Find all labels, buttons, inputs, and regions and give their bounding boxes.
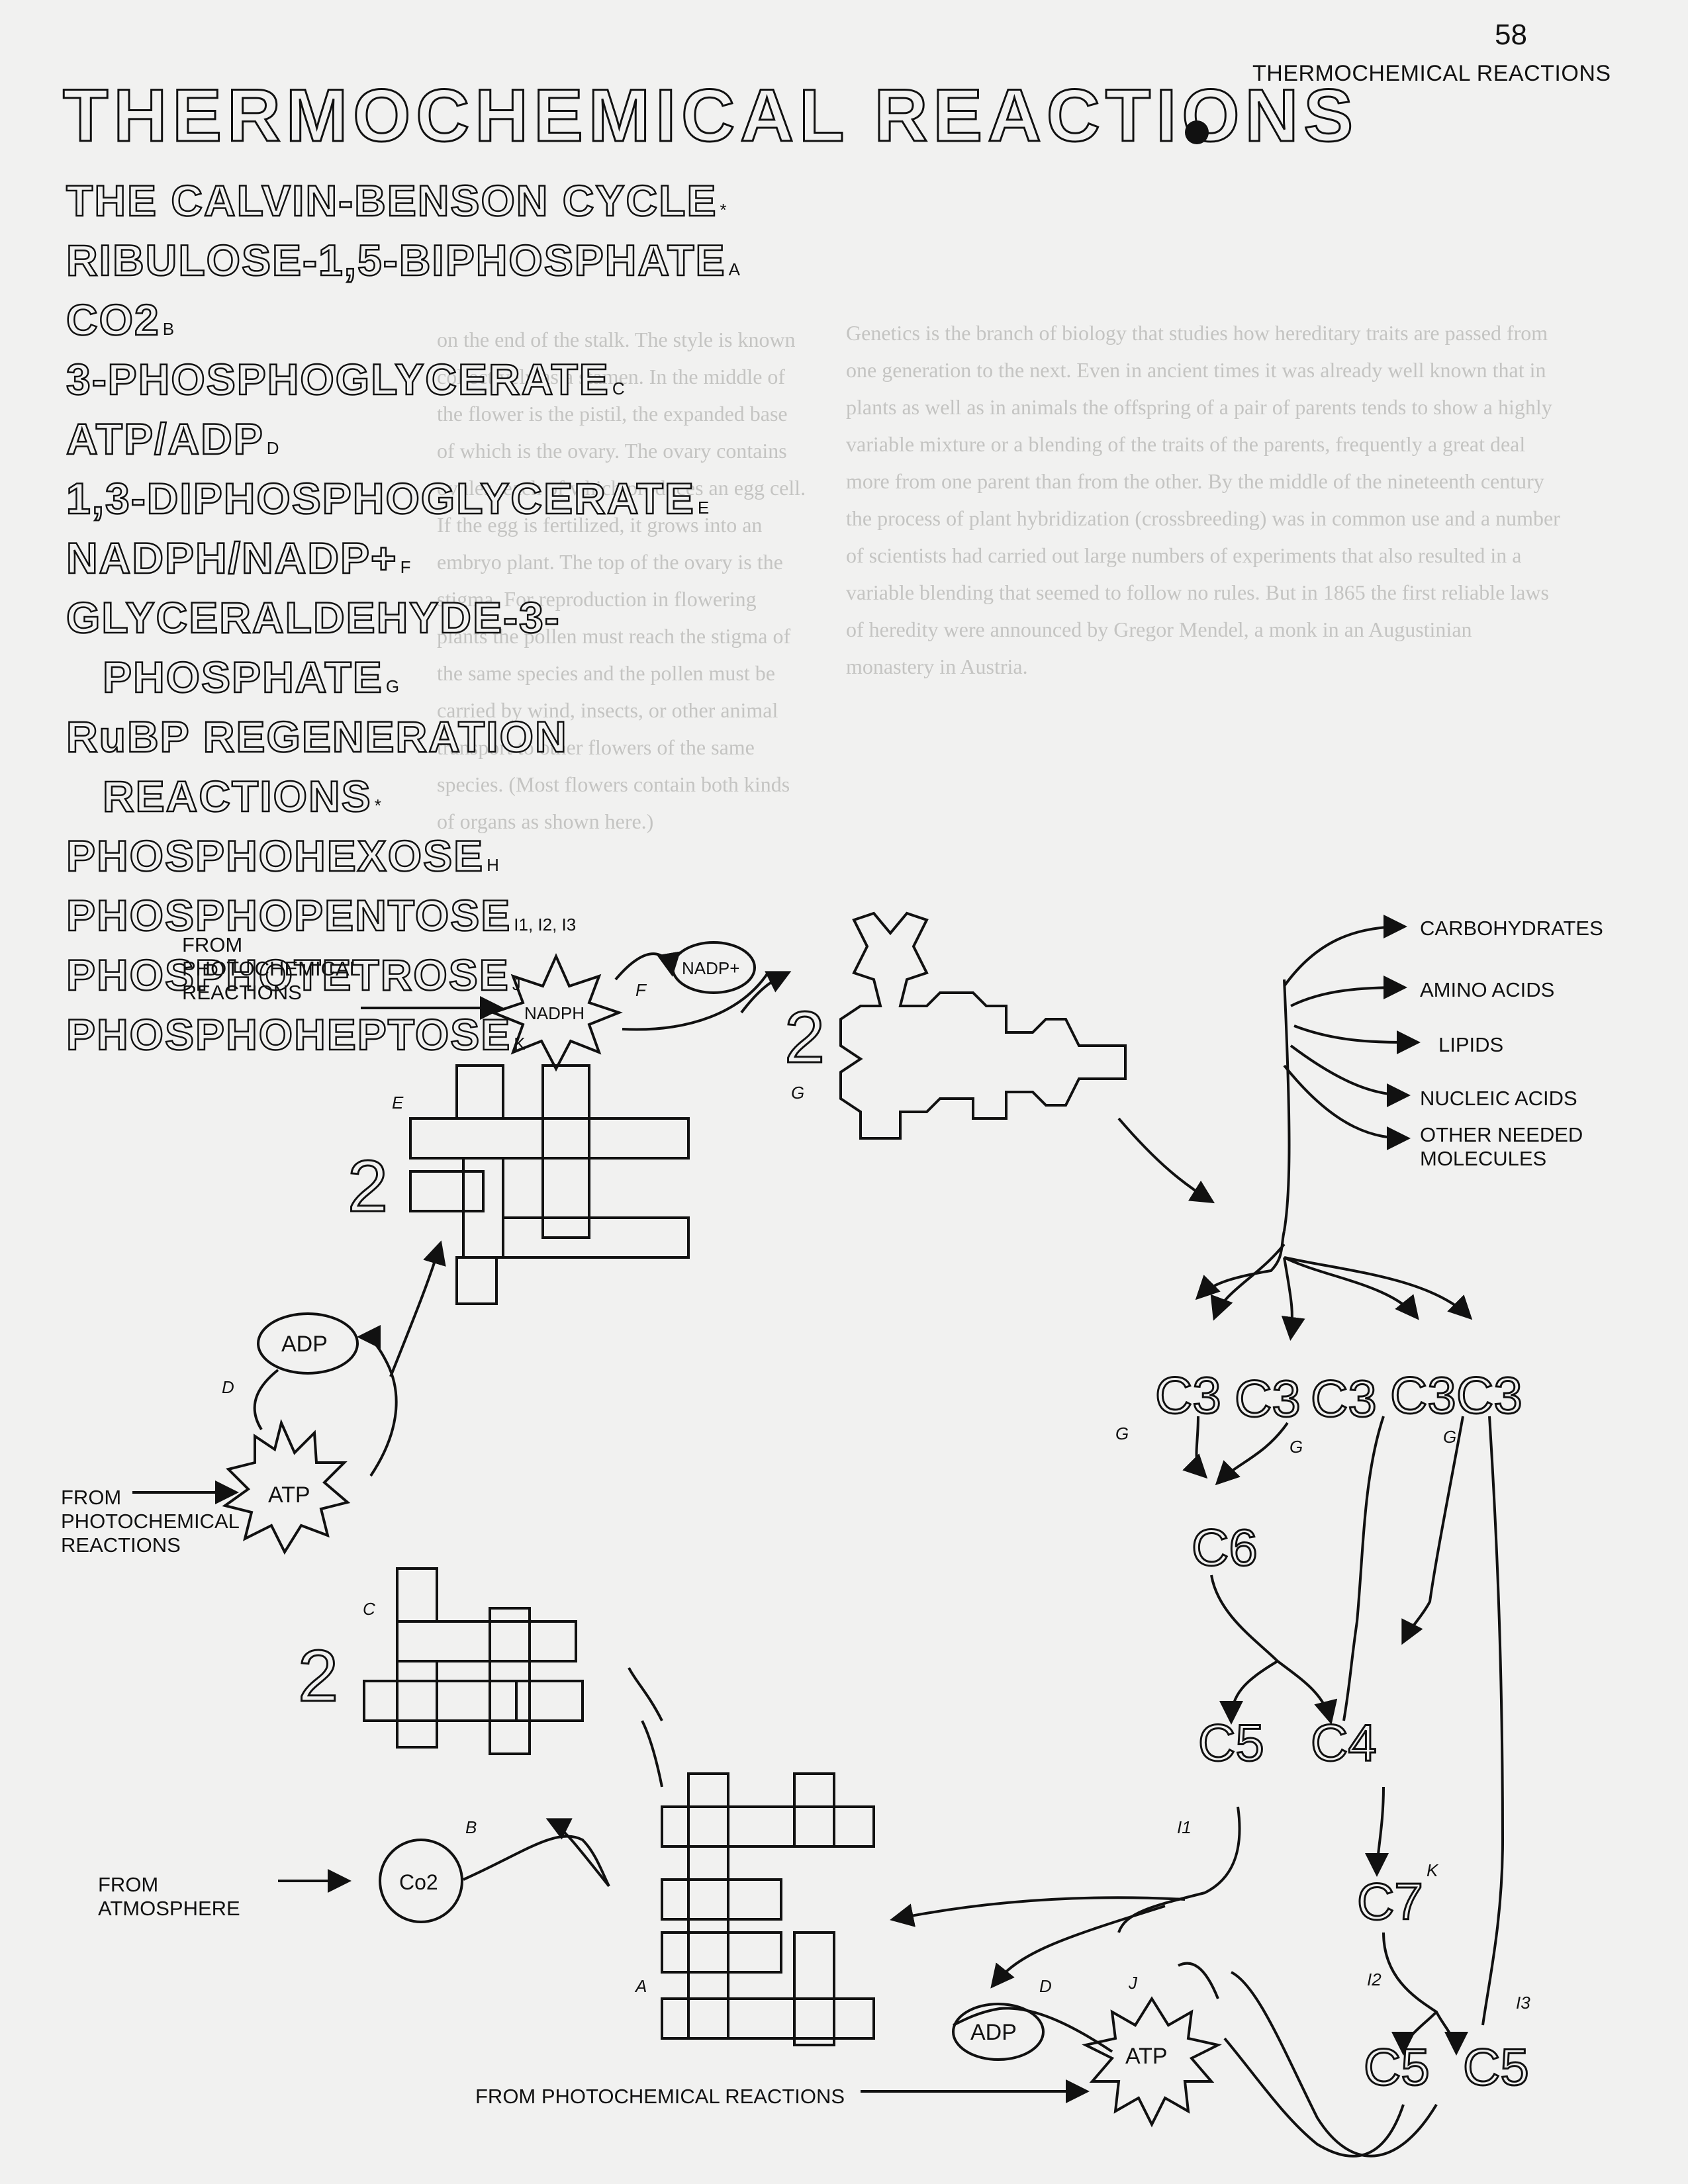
heading-list: THE CALVIN-BENSON CYCLE* RIBULOSE-1,5-BI… — [66, 175, 740, 1069]
product-lipids: LIPIDS — [1438, 1033, 1504, 1056]
c3-label-2: C3 — [1235, 1369, 1301, 1428]
label-from-photochemical-left: FROM PHOTOCHEMICAL REACTIONS — [61, 1486, 240, 1557]
g3p-molecule-top — [839, 911, 1127, 1140]
coefficient-two-lower: 2 — [298, 1635, 338, 1717]
diphosphoglycerate-molecule — [409, 1064, 690, 1305]
product-carbohydrates: CARBOHYDRATES — [1420, 917, 1603, 940]
mark-d-bottom: D — [1039, 1976, 1052, 1996]
heading-item: RuBP REGENERATION — [66, 711, 568, 762]
c5-label-left: C5 — [1198, 1713, 1264, 1772]
c3-label-1: C3 — [1155, 1366, 1221, 1424]
heading-item: THE CALVIN-BENSON CYCLE* — [66, 175, 727, 226]
nadph-label: NADPH — [524, 1003, 585, 1023]
mark-d-left: D — [222, 1377, 234, 1397]
product-other-molecules: OTHER NEEDED MOLECULES — [1420, 1123, 1583, 1170]
background-text-left: on the end of the stalk. The style is kn… — [437, 328, 806, 833]
mark-g-c3-3: G — [1443, 1427, 1456, 1447]
heading-item: NADPH/NADP+F — [66, 533, 411, 584]
product-nucleic-acids: NUCLEIC ACIDS — [1420, 1087, 1577, 1110]
mark-i2: I2 — [1367, 1970, 1382, 1989]
mark-g-c3-1: G — [1115, 1424, 1129, 1443]
co2-label: Co2 — [399, 1870, 438, 1894]
title-dot — [1185, 120, 1209, 144]
co2-circle — [379, 1839, 463, 1923]
page-number: 58 — [1495, 19, 1527, 51]
atp-starburst-left — [222, 1418, 351, 1555]
label-from-photochemical-bottom: FROM PHOTOCHEMICAL REACTIONS — [475, 2085, 845, 2108]
nadph-starburst — [489, 953, 623, 1072]
atp-label-left: ATP — [268, 1482, 310, 1508]
adp-oval-bottom — [952, 2003, 1045, 2061]
heading-item: GLYCERALDEHYDE-3- — [66, 592, 561, 643]
c5-label-bottom-1: C5 — [1364, 2038, 1430, 2096]
adp-label-bottom: ADP — [970, 2020, 1017, 2045]
c5-label-bottom-2: C5 — [1463, 2038, 1529, 2096]
c3-label-5: C3 — [1456, 1366, 1523, 1424]
mark-g-top: G — [791, 1083, 804, 1103]
atp-label-bottom: ATP — [1125, 2044, 1168, 2069]
mark-i3: I3 — [1516, 1993, 1530, 2013]
mark-c: C — [363, 1599, 375, 1619]
mark-f: F — [635, 980, 647, 1000]
running-head: THERMOCHEMICAL REACTIONS — [1252, 61, 1611, 86]
mark-b: B — [465, 1817, 477, 1837]
c3-label-3: C3 — [1311, 1369, 1377, 1428]
c3-label-4: C3 — [1390, 1366, 1456, 1424]
mark-i1: I1 — [1177, 1817, 1192, 1837]
coefficient-two-middle: 2 — [348, 1146, 388, 1227]
label-from-atmosphere: FROM ATMOSPHERE — [98, 1873, 240, 1920]
mark-k: K — [1427, 1860, 1439, 1880]
atp-starburst-bottom — [1082, 1996, 1222, 2128]
mark-e: E — [392, 1093, 404, 1113]
background-text-right: Genetics is the branch of biology that s… — [846, 321, 1560, 678]
heading-item: REACTIONS* — [102, 771, 381, 822]
adp-label-left: ADP — [281, 1332, 328, 1357]
label-from-photochemical-top: FROM PHOTOCHEMICAL REACTIONS — [182, 933, 361, 1004]
rubp-molecule — [661, 1772, 875, 2046]
mark-j: J — [1128, 1973, 1138, 1993]
nadp-label: NADP+ — [682, 958, 739, 978]
c7-label: C7 — [1357, 1872, 1423, 1931]
mark-a: A — [634, 1976, 647, 1996]
phosphoglycerate-molecule — [363, 1567, 584, 1755]
page-title: THERMOCHEMICAL REACTIONS — [62, 73, 1359, 158]
c6-label: C6 — [1192, 1518, 1258, 1576]
coefficient-two-top: 2 — [784, 997, 825, 1078]
c4-label: C4 — [1311, 1713, 1377, 1772]
mark-g-c3-2: G — [1289, 1437, 1303, 1457]
product-amino-acids: AMINO ACIDS — [1420, 978, 1555, 1001]
